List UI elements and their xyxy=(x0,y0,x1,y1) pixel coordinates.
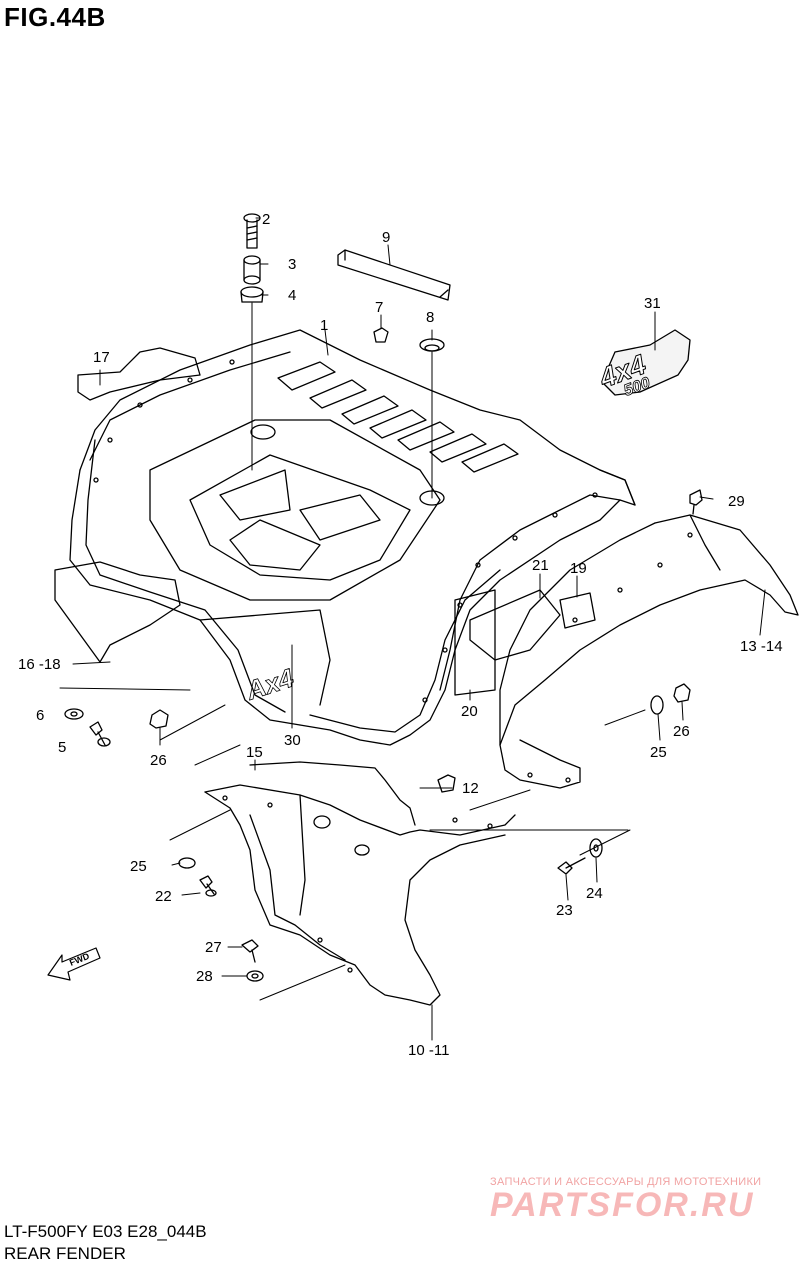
part-17-shape xyxy=(77,347,201,401)
callout-29: 29 xyxy=(728,493,745,510)
callout-12: 12 xyxy=(462,780,479,797)
watermark-brand: PARTSFOR.RU xyxy=(490,1186,755,1224)
callout-13-14: 13 -14 xyxy=(740,638,783,655)
callout-9: 9 xyxy=(382,229,390,246)
callout-28: 28 xyxy=(196,968,213,985)
callout-15: 15 xyxy=(246,744,263,761)
embossed-4x4: Ax4 xyxy=(242,662,298,706)
callout-6: 6 xyxy=(36,707,44,724)
callout-19: 19 xyxy=(570,560,587,577)
callout-31: 31 xyxy=(644,295,661,312)
nut-26-left xyxy=(149,709,169,729)
part-15-shape xyxy=(249,761,416,826)
callout-21: 21 xyxy=(532,557,549,574)
callout-22: 22 xyxy=(155,888,172,905)
part-29-shape xyxy=(689,489,703,515)
figure-title: FIG.44B xyxy=(4,2,106,32)
washer-25-left xyxy=(178,857,196,869)
callout-25-right: 25 xyxy=(650,744,667,761)
part-9-shape xyxy=(337,249,451,301)
bolt-23 xyxy=(557,857,586,875)
part-16-shape xyxy=(54,561,181,663)
section-name: REAR FENDER xyxy=(4,1244,126,1263)
part-12-shape xyxy=(437,774,456,793)
part-20-shape xyxy=(454,589,496,696)
callout-26-right: 26 xyxy=(673,723,690,740)
washer-24 xyxy=(589,838,603,858)
callout-16-18: 16 -18 xyxy=(18,656,61,673)
washer-28 xyxy=(246,970,264,982)
callout-2: 2 xyxy=(262,211,270,228)
part-21-shape xyxy=(469,589,561,661)
callout-26-left: 26 xyxy=(150,752,167,769)
part-13-shape xyxy=(499,514,799,789)
bolt-22 xyxy=(199,875,215,895)
emblem-31: 4x4 500 xyxy=(594,329,691,400)
callout-4: 4 xyxy=(288,287,296,304)
callout-8: 8 xyxy=(426,309,434,326)
hardware-stack xyxy=(240,213,445,352)
bolt-27 xyxy=(241,939,259,963)
callout-5: 5 xyxy=(58,739,66,756)
callout-17: 17 xyxy=(93,349,110,366)
callout-20: 20 xyxy=(461,703,478,720)
callout-30: 30 xyxy=(284,732,301,749)
part-10-shape xyxy=(204,784,516,836)
callout-24: 24 xyxy=(586,885,603,902)
callout-7: 7 xyxy=(375,299,383,316)
washer-25-right xyxy=(650,695,664,715)
watermark-tagline: ЗАПЧАСТИ И АКСЕССУАРЫ ДЛЯ МОТОТЕХНИКИ xyxy=(490,1176,762,1188)
callout-23: 23 xyxy=(556,902,573,919)
callout-10-11: 10 -11 xyxy=(408,1042,449,1059)
model-code: LT-F500FY E03 E28_044B xyxy=(4,1222,207,1241)
part-19-shape xyxy=(559,592,596,629)
callout-3: 3 xyxy=(288,256,296,273)
fwd-arrow: FWD xyxy=(47,947,101,981)
callout-1: 1 xyxy=(320,317,328,334)
nut-26-right xyxy=(673,683,691,703)
callout-27: 27 xyxy=(205,939,222,956)
rear-fender-main: Ax4 xyxy=(69,329,636,746)
callout-25-left: 25 xyxy=(130,858,147,875)
washer-6 xyxy=(64,708,84,720)
